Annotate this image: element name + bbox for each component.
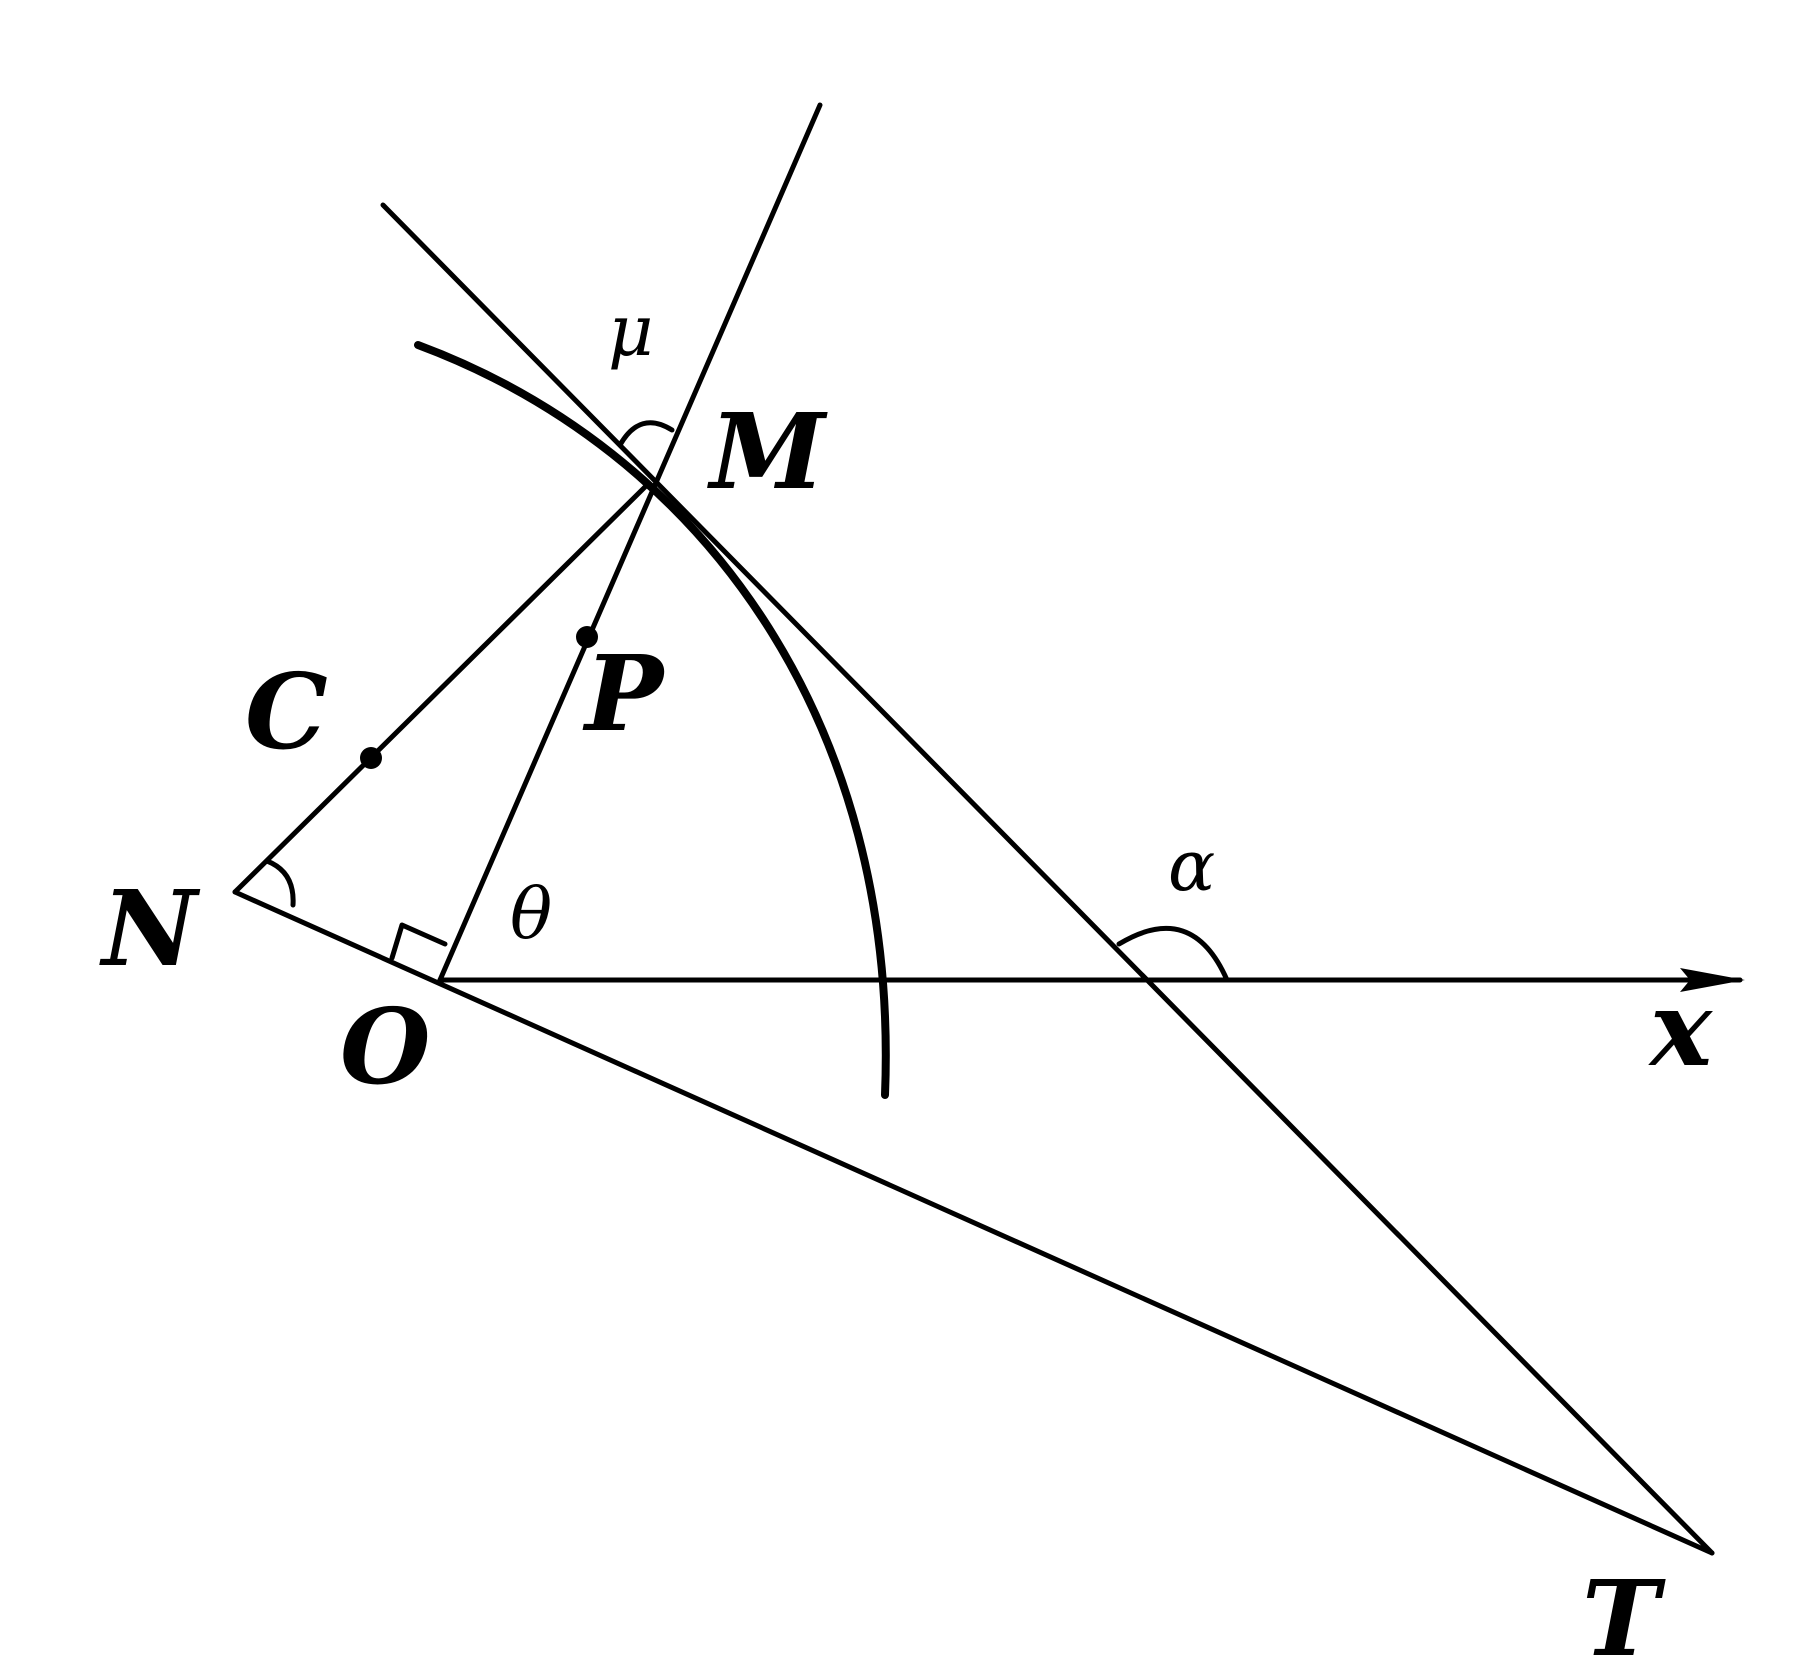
label-c: C [245, 650, 328, 773]
angle-arc-n [264, 858, 296, 908]
label-m: M [707, 390, 828, 513]
polar-axis-arrowhead [1680, 968, 1745, 992]
label-p: P [582, 632, 666, 755]
label-mu: μ [608, 290, 654, 372]
angle-arc-mu [617, 420, 675, 448]
right-angle-marker [389, 922, 448, 961]
radius-line-om [437, 102, 823, 983]
line-n-to-t [232, 889, 1715, 1556]
tangent-line-mt [380, 202, 1715, 1556]
label-n: N [99, 867, 201, 990]
label-alpha: α [1168, 825, 1215, 907]
angle-arc-alpha [1116, 925, 1230, 983]
label-t: T [1582, 1557, 1666, 1659]
point-c [360, 747, 382, 769]
label-x: x [1648, 967, 1713, 1090]
normal-line-nm [232, 482, 650, 895]
polar-curve [414, 341, 890, 1099]
label-theta: θ [510, 873, 552, 955]
label-o: O [340, 985, 431, 1108]
point-p [576, 626, 598, 648]
